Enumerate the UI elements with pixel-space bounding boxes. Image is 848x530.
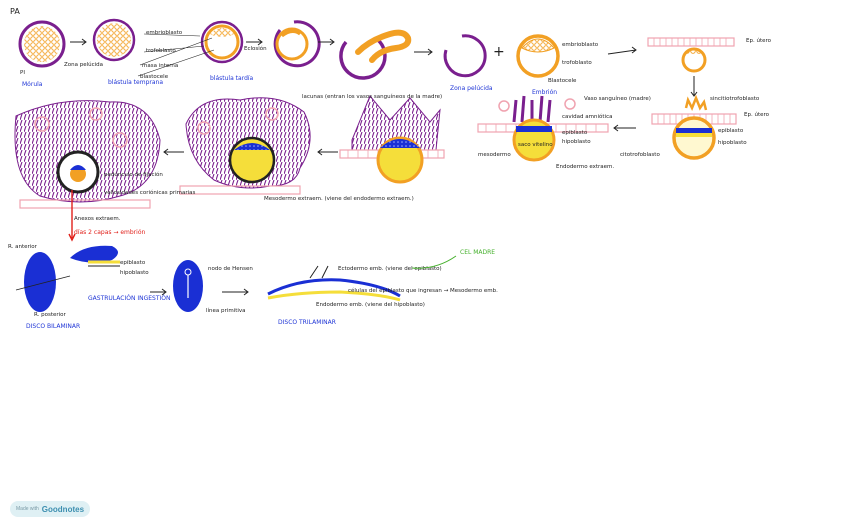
label-hipoblasto-2: hipoblasto [562,139,591,145]
blastula-tardia-drawing [202,22,242,62]
arrow-1 [70,39,86,45]
label-zona-pelucida-2: Zona pelúcida [450,85,493,92]
label-linea-primitiva: línea primitiva [206,307,246,314]
cavidad-drawing [478,96,608,160]
label-cavidad-amniotica: cavidad amniótica [562,113,612,120]
linea-primitiva-drawing [173,260,203,312]
label-mesodermo: mesodermo [478,152,511,158]
label-pa: PA [10,7,20,16]
label-eclosion: Eclosión [244,45,267,52]
label-pedunculo: pedúnculo de fijación [104,171,163,178]
label-citotrofoblasto: citotrofoblasto [620,152,660,158]
label-pi: PI [20,70,25,76]
arrow-8 [164,149,184,155]
made-with-text: Made with [16,506,39,512]
label-disco-trilaminar: DISCO TRILAMINAR [278,319,336,326]
label-gastrulacion: GASTRULACIÓN INGESTIÓN [88,295,171,302]
arrow-5 [608,47,636,54]
label-endodermo-emb: Endodermo emb. (viene del hipoblasto) [316,302,425,308]
label-endodermo-extraem: Endodermo extraem. [556,164,614,170]
label-dias: días 2 capas → embrión [74,229,145,236]
label-vellosidades: vellosidades coriónicas primarias [104,189,196,196]
eclosion-drawing [275,22,319,66]
label-nodo-hensen: nodo de Hensen [208,266,253,272]
arrow-10 [222,289,248,295]
arrow-2 [246,39,262,45]
lacunas-drawing [340,96,444,182]
arrow-6 [614,125,636,131]
label-epiblasto: epiblasto [718,128,744,134]
label-anexos: Anexos extraem. [74,216,121,222]
label-ep-utero-1: Ep. útero [746,37,772,44]
label-blastocele-2: Blastocele [548,78,577,84]
label-blastula-temprana: blástula temprana [108,79,163,86]
label-disco-bilaminar: DISCO BILAMINAR [26,323,80,330]
arrow-down [691,76,697,96]
disco-bilaminar-drawing [24,252,56,312]
zona-pelucida-drawing [445,36,485,76]
label-epiblasto-2: epiblasto [562,130,588,136]
goodnotes-badge[interactable]: Made with Goodnotes [10,501,90,517]
arrow-7 [318,149,338,155]
hatching-drawing [341,33,408,78]
label-hipoblasto: hipoblasto [718,140,747,146]
morula-drawing [20,22,64,66]
label-ectodermo-emb: Ectodermo emb. (viene del epiblasto) [338,266,442,272]
label-sincitiotrofoblasto: sincitiotrofoblasto [710,96,760,102]
label-vaso-sanguineo: Vaso sanguíneo (madre) [584,95,651,102]
label-ep-utero-2: Ep. útero [744,111,770,118]
label-mesodermo-extraem: Mesodermo extraem. (viene del endodermo … [264,196,414,202]
goodnotes-logo-text: Goodnotes [42,505,84,514]
placenta-drawing [180,98,310,194]
utero-1-drawing [648,38,734,71]
blastula-temprana-drawing [94,20,134,60]
label-zona-pelucida-1: Zona pelúcida [64,61,103,68]
arrow-4 [414,49,432,55]
label-embrioblasto-2: embrioblasto [562,42,599,48]
label-cel-madre: CEL MADRE [460,249,495,256]
label-epiblasto-3: epiblasto [120,260,146,266]
label-trofoblasto-2: trofoblasto [562,60,592,66]
label-r-posterior: R. posterior [34,312,67,318]
embrion-drawing [518,36,558,76]
plus-sign: + [493,44,505,60]
label-saco-vitelino: saco vitelino [518,142,553,148]
label-morula: Mórula [22,81,43,88]
label-embrion: Embrión [532,89,557,96]
label-lacunas: lacunas (entran los vasos sanguíneos de … [302,93,442,100]
gastrulacion-drawing [70,246,120,266]
label-celulas-epiblasto: células del epiblasto que ingresan → Mes… [348,287,498,294]
label-hipoblasto-3: hipoblasto [120,270,149,276]
label-blastula-tardia: blástula tardía [210,75,254,82]
label-r-anterior: R. anterior [8,244,38,250]
